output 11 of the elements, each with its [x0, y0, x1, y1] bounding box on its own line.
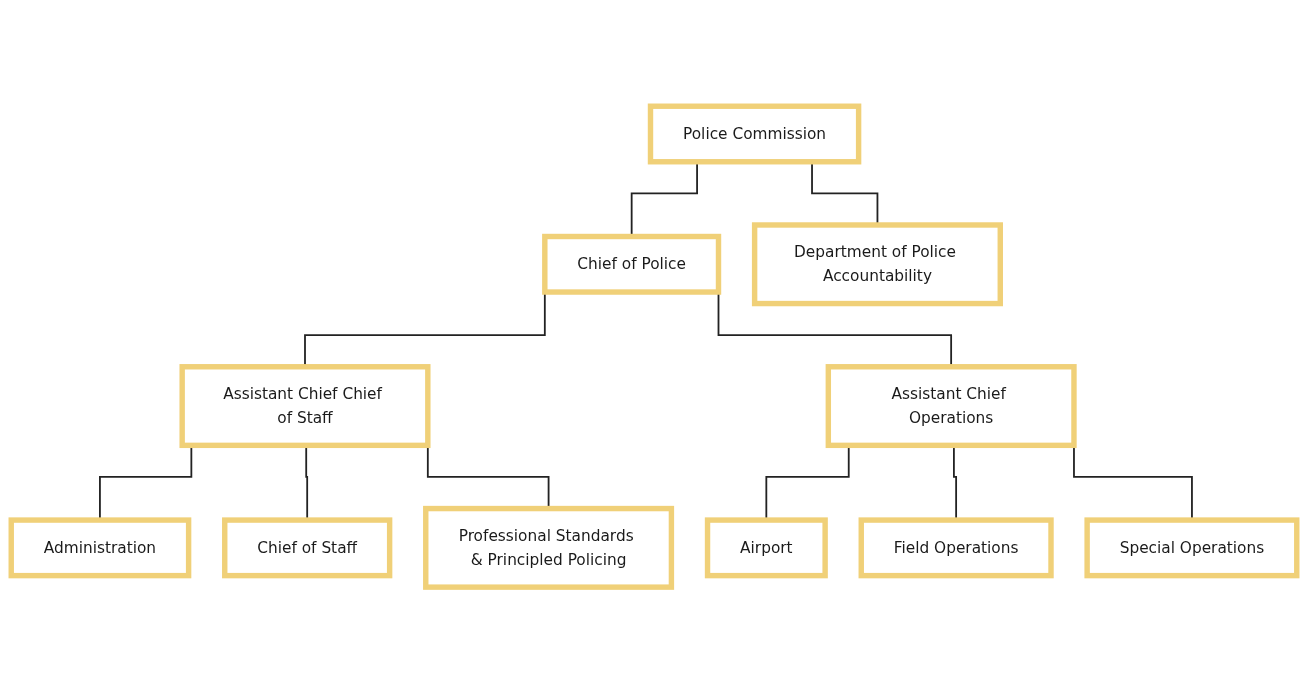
- node-box: Administration: [8, 517, 192, 579]
- node-box: Chief of Police: [542, 233, 722, 295]
- node-box: Assistant Chief Chief of Staff: [179, 363, 431, 448]
- node-box: Department of Police Accountability: [751, 222, 1003, 307]
- node-box: Assistant Chief Operations: [825, 363, 1077, 448]
- node-box: Chief of Staff: [222, 517, 393, 579]
- node-box: Airport: [704, 517, 828, 579]
- node-box: Professional Standards & Principled Policing: [423, 505, 675, 590]
- node-box: Special Operations: [1084, 517, 1300, 579]
- node-box: Field Operations: [858, 517, 1054, 579]
- node-box: Police Commission: [647, 103, 862, 165]
